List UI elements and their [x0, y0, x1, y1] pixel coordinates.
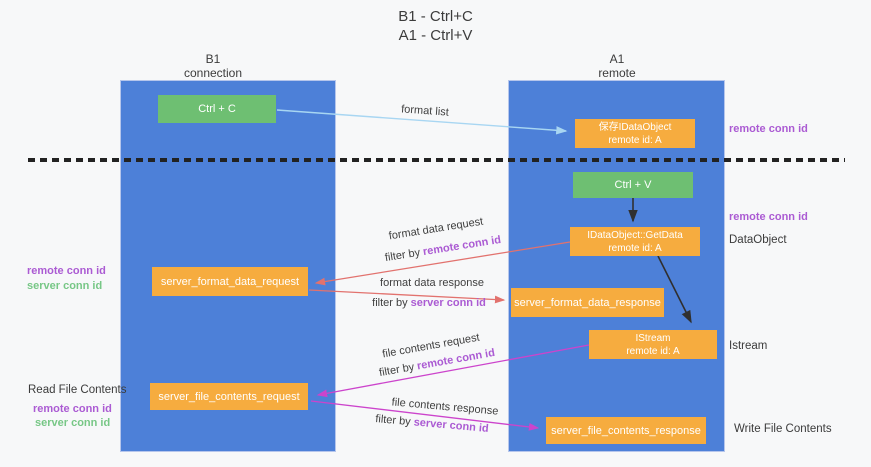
file-contents-response-label: file contents response — [391, 396, 499, 418]
format-list-label: format list — [400, 103, 450, 119]
getdata-box: IDataObject::GetData remote id: A — [570, 227, 700, 256]
server-conn-id-value: server conn id — [413, 416, 490, 435]
diagram-title-line1: B1 - Ctrl+C — [398, 8, 473, 25]
right-remote-conn-id-2: remote conn id — [729, 211, 808, 223]
filter-prefix: filter by — [378, 360, 419, 380]
istream-side-label: Istream — [729, 340, 768, 352]
right-remote-conn-id-1: remote conn id — [729, 123, 808, 135]
save-dataobject-line1: 保存IDataObject — [598, 121, 672, 133]
lane-right-header: A1 remote — [557, 52, 677, 80]
ctrl-v-box: Ctrl + V — [573, 172, 693, 198]
istream-line2: remote id: A — [626, 345, 680, 357]
filter-prefix: filter by — [384, 246, 425, 265]
format-data-response-label: format data response — [380, 277, 484, 289]
lane-right-name: A1 — [609, 52, 625, 66]
left-remote-conn-id-2: remote conn id — [33, 403, 112, 415]
write-file-contents-label: Write File Contents — [734, 423, 832, 435]
server-format-data-response-box: server_format_data_response — [511, 288, 664, 317]
server-format-data-request-box: server_format_data_request — [152, 267, 308, 296]
filter-prefix: filter by — [372, 297, 411, 309]
diagram-title-line2: A1 - Ctrl+V — [398, 27, 473, 44]
filter-server-conn-label-2: filter by server conn id — [375, 413, 489, 435]
filter-server-conn-label-1: filter by server conn id — [372, 297, 486, 309]
dataobject-label: DataObject — [729, 234, 787, 246]
left-server-conn-id-1: server conn id — [27, 280, 103, 292]
lane-right-subtitle: remote — [598, 66, 636, 80]
left-server-conn-id-2: server conn id — [35, 417, 111, 429]
istream-line1: IStream — [635, 332, 671, 344]
filter-prefix: filter by — [374, 413, 415, 429]
server-file-contents-request-box: server_file_contents_request — [150, 383, 308, 410]
lane-left-header: B1 connection — [153, 52, 273, 80]
lane-left-subtitle: connection — [183, 66, 243, 80]
lane-left-name: B1 — [205, 52, 221, 66]
istream-box: IStream remote id: A — [589, 330, 717, 359]
server-file-contents-response-box: server_file_contents_response — [546, 417, 706, 444]
left-remote-conn-id-1: remote conn id — [27, 265, 106, 277]
read-file-contents-label: Read File Contents — [28, 384, 127, 396]
save-dataobject-line2: remote id: A — [608, 134, 662, 146]
remote-conn-id-value: remote conn id — [422, 233, 502, 259]
server-conn-id-value: server conn id — [410, 297, 486, 309]
getdata-line1: IDataObject::GetData — [587, 229, 683, 241]
getdata-line2: remote id: A — [608, 242, 662, 254]
ctrl-c-box: Ctrl + C — [158, 95, 276, 123]
save-dataobject-box: 保存IDataObject remote id: A — [575, 119, 695, 148]
